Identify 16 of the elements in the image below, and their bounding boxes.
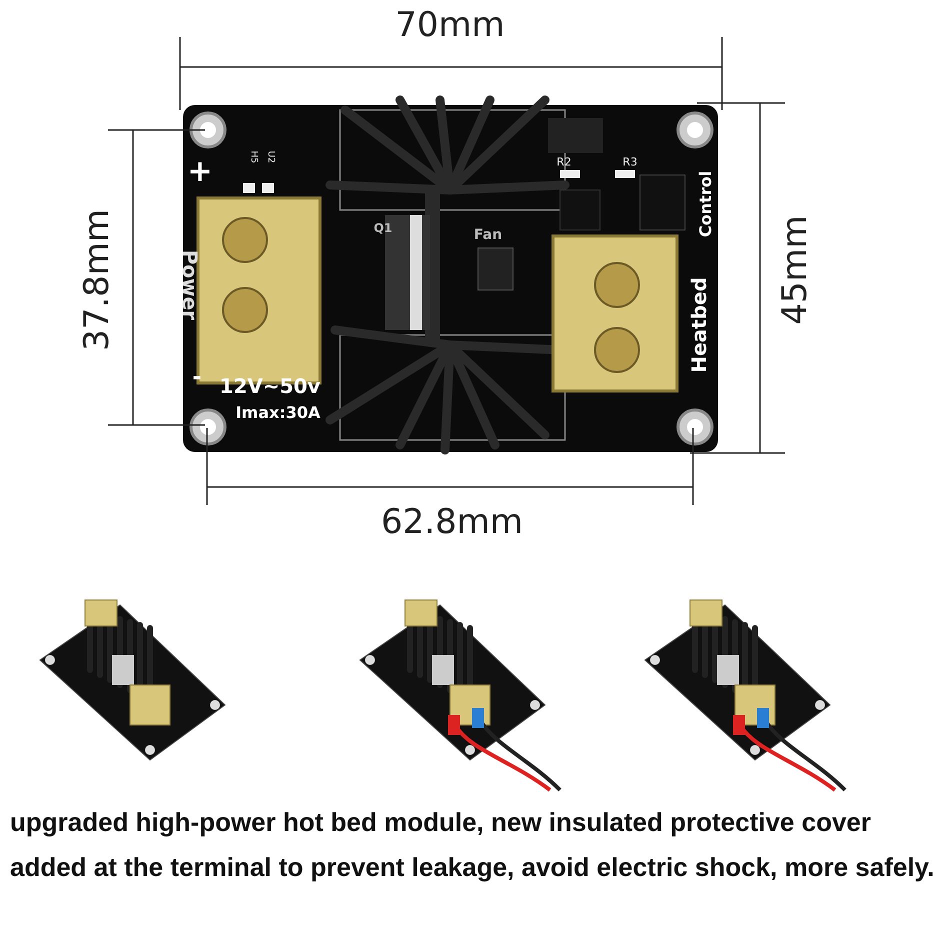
component-label: R3 xyxy=(622,156,638,168)
component-label: Q1 xyxy=(374,222,392,234)
component-label: H5 xyxy=(248,150,258,164)
dimension-label: 70mm xyxy=(395,8,505,42)
dimension-label: 62.8mm xyxy=(381,505,523,539)
dimension-label: 37.8mm xyxy=(80,209,114,351)
caption-text: upgraded high-power hot bed module, new insulated protective cover added at the terminal to prevent leakage, avoid electric shock, more safely. xyxy=(10,806,935,884)
current-label: Imax:30A xyxy=(236,405,320,421)
polarity-label: + xyxy=(187,157,213,187)
component-label: U2 xyxy=(266,150,274,164)
dimension-label: 45mm xyxy=(778,215,812,325)
terminal-label: Power xyxy=(180,250,200,320)
terminal-label: Heatbed xyxy=(689,277,709,373)
terminal-label: Control xyxy=(698,170,714,238)
voltage-label: 12V~50v xyxy=(220,376,320,396)
connector-label: Fan xyxy=(474,228,502,242)
